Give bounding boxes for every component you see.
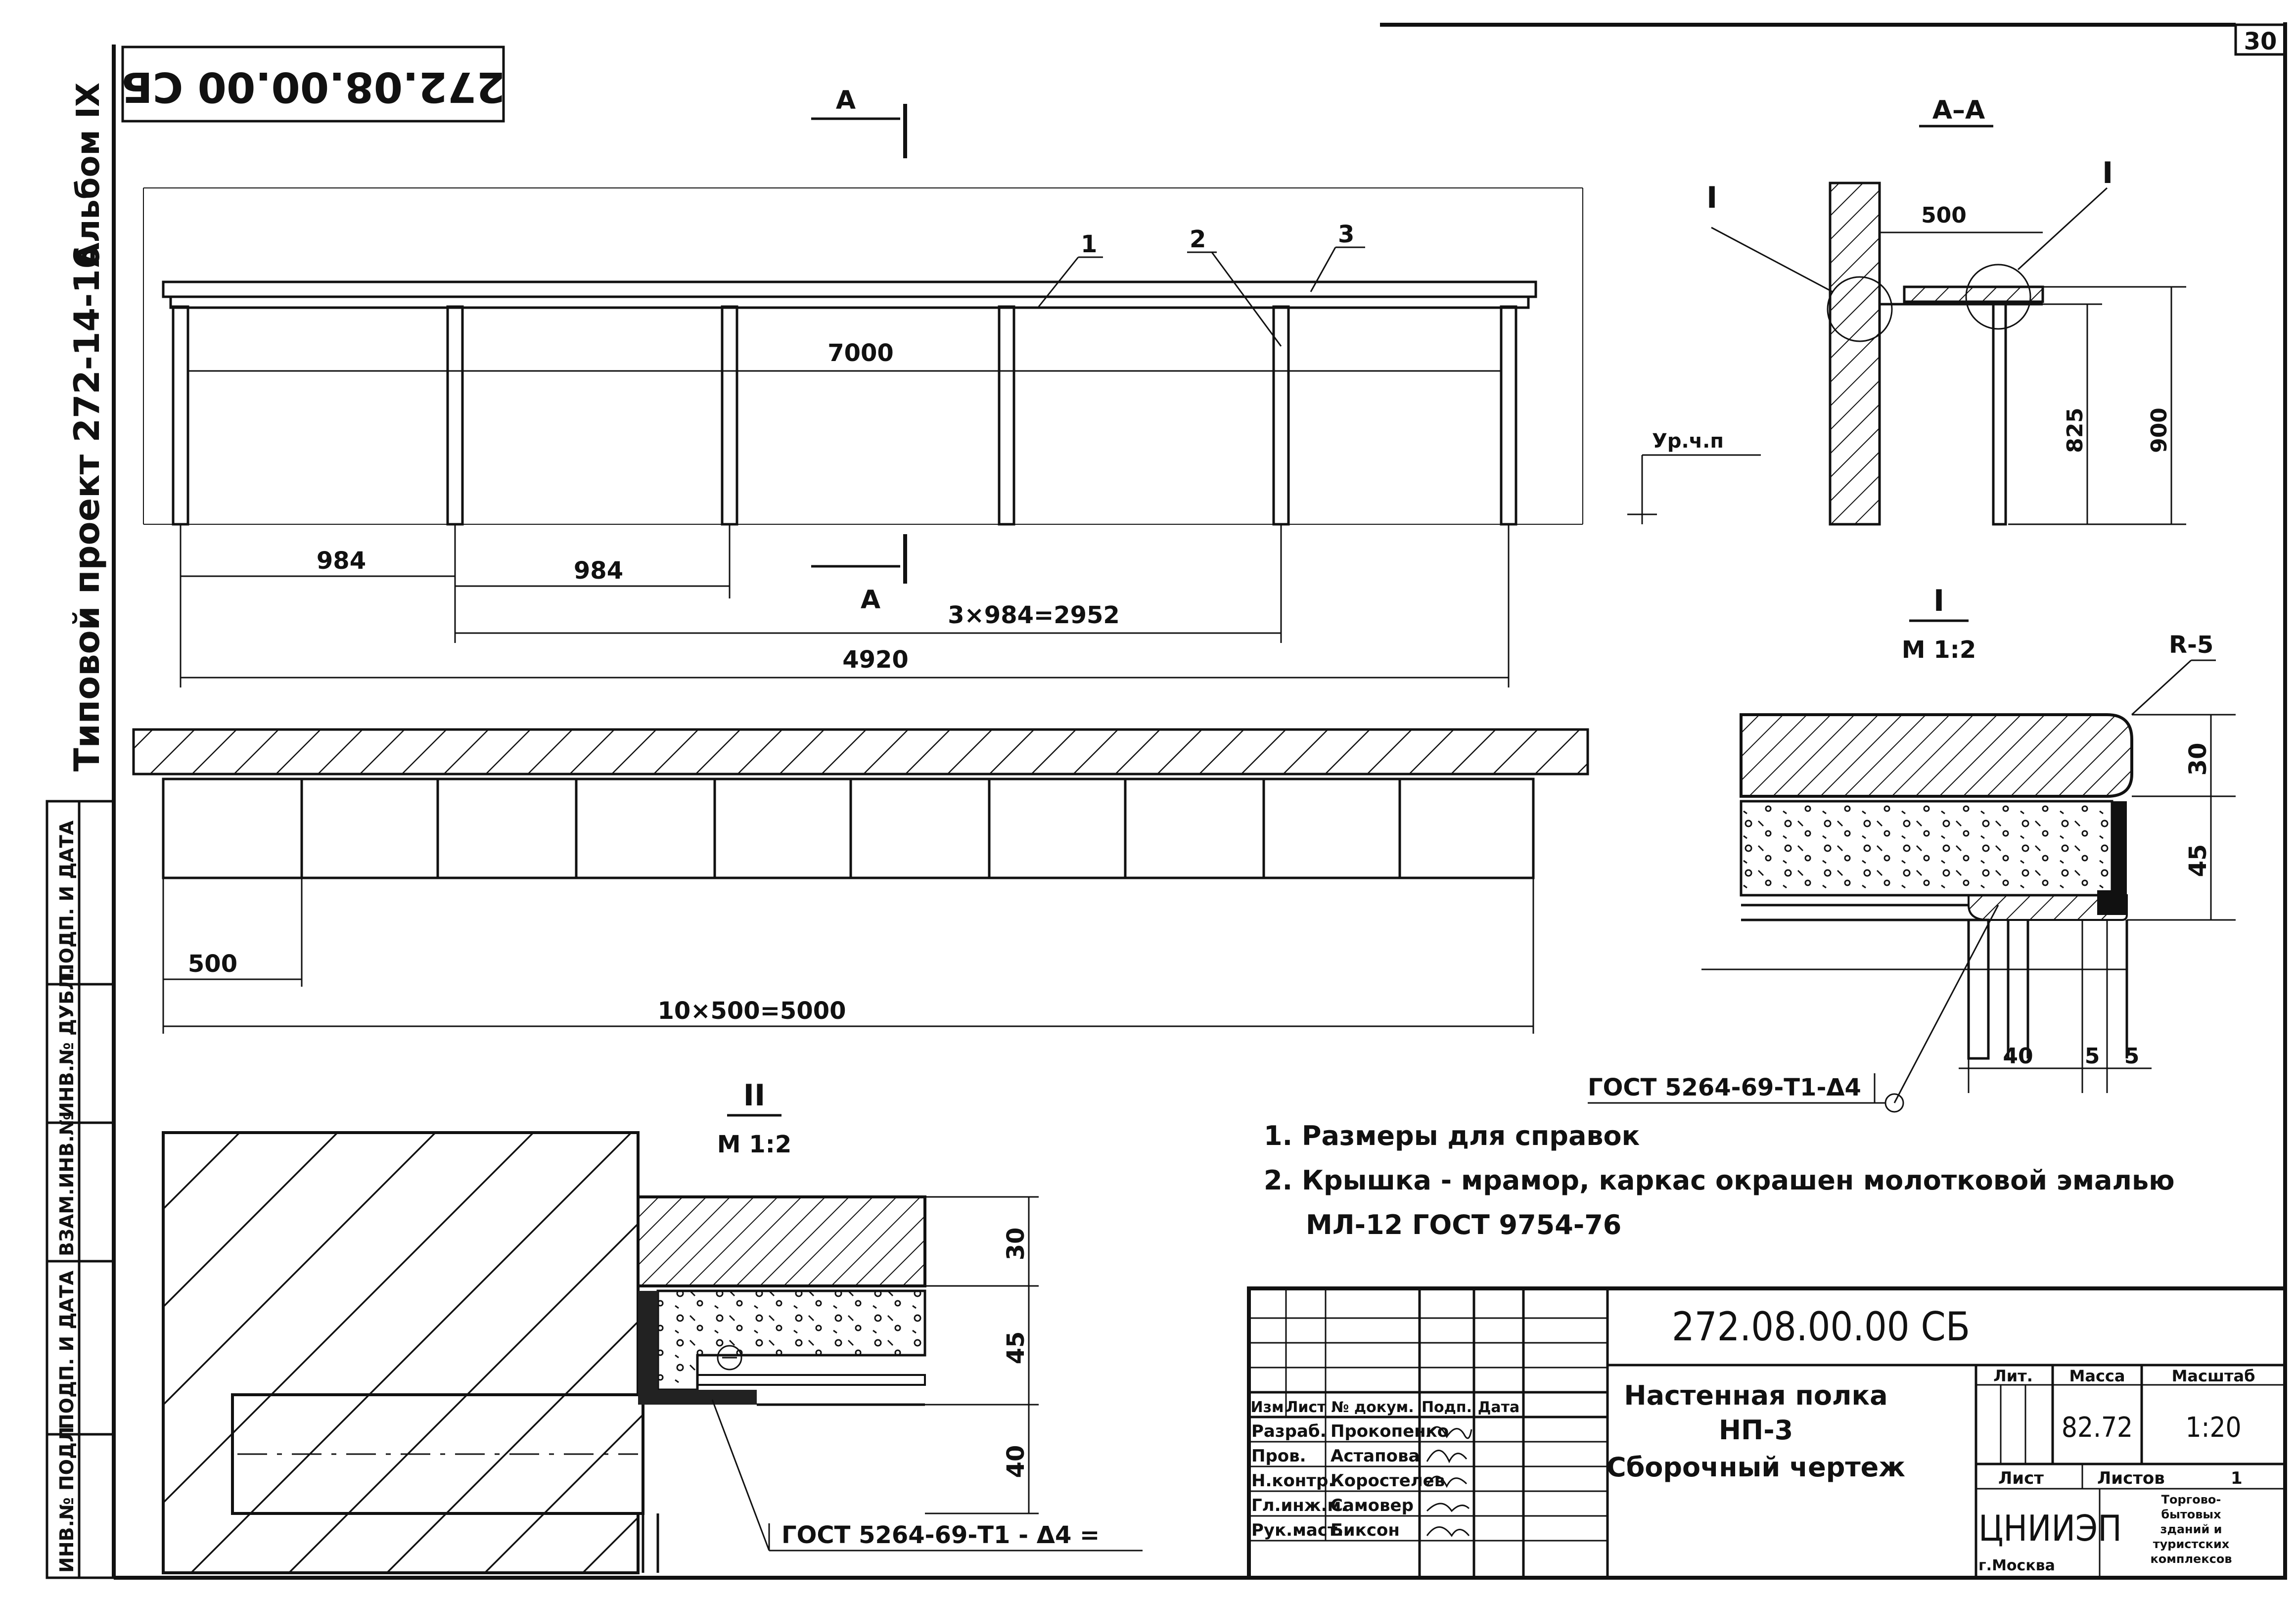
org-desc-2: бытовых (2161, 1508, 2221, 1521)
detail-1-title: I (1933, 584, 1944, 618)
org-city: г.Москва (1978, 1557, 2055, 1574)
hdr-doc: № докум. (1331, 1399, 1414, 1416)
tb-title-2: НП-3 (1719, 1415, 1793, 1446)
part-label-2: 2 (1190, 226, 1206, 253)
side-field-dubl: ИНВ.№ ДУБЛ. (56, 967, 78, 1118)
org-name: ЦНИИЭП (1978, 1508, 2122, 1549)
side-field-sign1: ПОДП. И ДАТА (56, 1270, 78, 1429)
role-4: Гл.инж.м. (1251, 1496, 1347, 1515)
dim-984-b: 984 (574, 557, 623, 585)
dim-chain: 3×984=2952 (948, 601, 1120, 629)
detail-2: II М 1:2 30 45 40 ГОСТ 5264-69-Т1 - Δ4 = (162, 1078, 1143, 1574)
tb-title-3: Сборочный чертеж (1607, 1452, 1905, 1483)
detail-2-title: II (743, 1078, 766, 1113)
tb-title-1: Настенная полка (1624, 1380, 1887, 1411)
dim-4920: 4920 (842, 646, 909, 674)
detail-1-scale: М 1:2 (1902, 636, 1976, 664)
dim-500-plan: 500 (188, 950, 237, 978)
dim-45-detail1: 45 (2184, 844, 2212, 877)
hdr-sign: Подп. (1422, 1399, 1472, 1416)
dim-7000: 7000 (827, 339, 894, 367)
scale-label: Масштаб (2172, 1367, 2255, 1385)
dim-45-detail2: 45 (1002, 1331, 1030, 1365)
callout-left: I (1706, 181, 1717, 215)
dim-5a-detail1: 5 (2085, 1044, 2100, 1069)
hdr-izm: Изм (1250, 1399, 1284, 1416)
sheets-label: Листов (2097, 1468, 2165, 1488)
scale-value: 1:20 (2185, 1412, 2241, 1444)
side-field-vzam: ВЗАМ.ИНВ.№ (56, 1113, 78, 1256)
detail-2-scale: М 1:2 (717, 1131, 791, 1158)
name-1: Прокопенко (1331, 1421, 1449, 1441)
mass-value: 82.72 (2062, 1412, 2133, 1444)
section-mark-top: А (836, 86, 856, 115)
plan-modules (300, 779, 1401, 878)
side-field-inv: ИНВ.№ ПОДЛ (56, 1427, 78, 1573)
title-block: Изм Лист № докум. Подп. Дата Разраб. Про… (1247, 1286, 2287, 1580)
role-5: Рук.маст. (1251, 1520, 1344, 1540)
dim-900: 900 (2147, 408, 2172, 453)
dim-984-a: 984 (317, 547, 366, 575)
notes: 1. Размеры для справок 2. Крышка - мрамо… (1264, 1120, 2175, 1240)
hdr-list: Лист (1286, 1399, 1326, 1416)
radius-label: R-5 (2169, 631, 2213, 659)
hdr-date: Дата (1478, 1399, 1520, 1416)
weld-detail2: ГОСТ 5264-69-Т1 - Δ4 = (781, 1521, 1100, 1549)
plan-view: 500 10×500=5000 (132, 728, 1589, 1034)
part-label-1: 1 (1081, 230, 1097, 258)
note-2-cont: МЛ-12 ГОСТ 9754-76 (1306, 1209, 1621, 1240)
role-1: Разраб. (1251, 1421, 1327, 1441)
sheet-number: 30 (2244, 28, 2277, 55)
dim-5b-detail1: 5 (2124, 1044, 2140, 1069)
detail-1: I М 1:2 30 45 R-5 40 5 5 ГОСТ 5264-69- (1588, 584, 2236, 1113)
designation-stamp: 272.08.00.00 СБ (121, 46, 505, 123)
dim-5000: 10×500=5000 (657, 997, 846, 1025)
section-aa-title: А–А (1932, 95, 1985, 125)
dim-500-aa: 500 (1921, 203, 1967, 228)
album-label: Альбом IX (70, 83, 107, 267)
dim-40-detail1: 40 (2003, 1044, 2033, 1069)
dim-40-detail2: 40 (1002, 1445, 1030, 1478)
signatures (1426, 1426, 1472, 1537)
mass-label: Масса (2069, 1367, 2125, 1385)
level-mark: Ур.ч.п (1652, 430, 1724, 453)
part-label-3: 3 (1338, 221, 1354, 248)
note-2: 2. Крышка - мрамор, каркас окрашен молот… (1264, 1165, 2175, 1196)
note-1: 1. Размеры для справок (1264, 1120, 1640, 1151)
lit-label: Лит. (1993, 1367, 2033, 1385)
tb-designation: 272.08.00.00 СБ (1672, 1304, 1970, 1350)
role-3: Н.контр. (1251, 1471, 1334, 1491)
role-2: Пров. (1251, 1446, 1306, 1466)
dim-30-detail1: 30 (2184, 743, 2212, 776)
callout-right: I (2102, 156, 2113, 190)
org-desc-5: комплексов (2150, 1552, 2232, 1566)
org-desc-1: Торгово- (2161, 1493, 2221, 1507)
name-3: Коростелев (1331, 1471, 1445, 1491)
org-desc-4: туристских (2153, 1537, 2230, 1551)
sheets-value: 1 (2231, 1468, 2243, 1488)
project-label: Типовой проект 272-14-16 (67, 245, 107, 772)
section-mark-bottom: А (861, 585, 880, 615)
sheet-label: Лист (1998, 1468, 2044, 1488)
name-5: Биксон (1331, 1520, 1400, 1540)
side-field-sign2: ПОДП. И ДАТА (56, 820, 78, 979)
dim-30-detail2: 30 (1002, 1228, 1030, 1261)
designation-stamp-text: 272.08.00.00 СБ (121, 63, 505, 111)
side-strip: Типовой проект 272-14-16 Альбом IX ИНВ.№… (46, 83, 115, 1579)
name-2: Астапова (1331, 1446, 1420, 1466)
name-4: Самовер (1331, 1496, 1414, 1515)
dim-825: 825 (2063, 408, 2088, 453)
section-aa: А–А I I 500 825 900 (1706, 95, 2186, 526)
weld-detail1: ГОСТ 5264-69-Т1-Δ4 (1588, 1074, 1861, 1101)
front-view: А 1 2 3 7000 А (143, 86, 1761, 687)
org-desc-3: зданий и (2160, 1522, 2222, 1536)
